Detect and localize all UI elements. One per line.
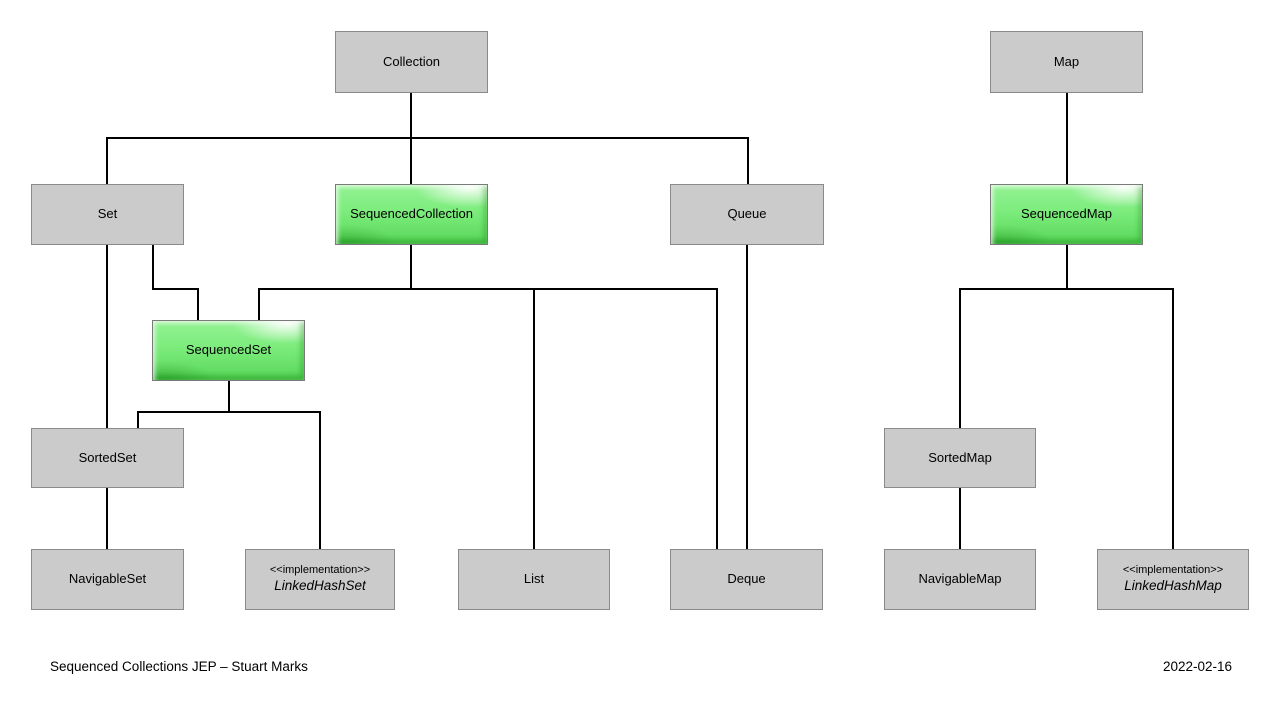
edge-queue-deque [746,245,748,549]
edge-bus-linkedhashmap [1172,288,1174,549]
node-map-label: Map [1053,53,1080,69]
edge-bus-sequencedset [258,288,260,321]
node-set: Set [31,184,184,245]
edge-set-jog-across [152,288,199,290]
node-collection: Collection [335,31,488,93]
footer-date: 2022-02-16 [1162,659,1232,674]
node-linkedhashmap-label: LinkedHashMap [1124,577,1222,593]
node-navigablemap: NavigableMap [884,549,1036,610]
node-map: Map [990,31,1143,93]
edge-set-sortedset [106,245,108,428]
node-linkedhashset-label: LinkedHashSet [274,577,366,593]
edge-set-jog-into-sequencedset [197,288,199,321]
edge-sequencedset-down [228,381,230,413]
node-list-label: List [523,571,545,587]
node-sequencedset-label: SequencedSet [185,342,272,358]
node-navigablemap-label: NavigableMap [918,571,1002,587]
edge-bus-set [106,137,108,184]
edge-bus-deque [716,288,718,549]
edge-sequencedmap-down [1066,245,1068,290]
node-sortedset: SortedSet [31,428,184,488]
node-deque: Deque [670,549,823,610]
node-list: List [458,549,610,610]
node-sequencedcollection-label: SequencedCollection [350,206,473,222]
edge-map-sequencedmap [1066,92,1068,184]
node-collection-label: Collection [382,53,441,69]
edge-set-jog-down [152,245,154,290]
node-sortedmap-label: SortedMap [928,449,992,465]
node-sortedmap: SortedMap [884,428,1036,488]
node-sequencedmap: SequencedMap [990,184,1143,245]
node-deque-label: Deque [727,571,766,587]
node-linkedhashset: <<implementation>> LinkedHashSet [245,549,395,610]
node-navigableset-label: NavigableSet [68,571,147,587]
edge-bus-sortedmap [959,288,961,428]
node-set-label: Set [97,206,118,222]
node-linkedhashmap: <<implementation>> LinkedHashMap [1097,549,1249,610]
edge-sortedset-navigableset [106,488,108,549]
edge-bus-linkedhashset [319,411,321,549]
node-sequencedmap-label: SequencedMap [1020,206,1113,222]
node-navigableset: NavigableSet [31,549,184,610]
edge-sequencedset-bus [137,411,321,413]
edge-bus-list [533,288,535,549]
node-linkedhashmap-stereotype: <<implementation>> [1122,564,1224,577]
footer-credit: Sequenced Collections JEP – Stuart Marks [50,659,308,674]
edge-bus-queue [747,137,749,184]
edge-bus-sortedset [137,411,139,428]
edge-sequencedcollection-bus [258,288,718,290]
node-linkedhashset-stereotype: <<implementation>> [269,564,371,577]
edge-sequencedcollection-down [410,245,412,290]
node-sortedset-label: SortedSet [78,449,137,465]
node-queue: Queue [670,184,824,245]
edge-sequencedmap-bus [959,288,1174,290]
edge-collection-bus [106,137,749,139]
edge-sortedmap-navigablemap [959,488,961,549]
node-sequencedset: SequencedSet [152,320,305,381]
node-sequencedcollection: SequencedCollection [335,184,488,245]
node-queue-label: Queue [727,206,767,222]
